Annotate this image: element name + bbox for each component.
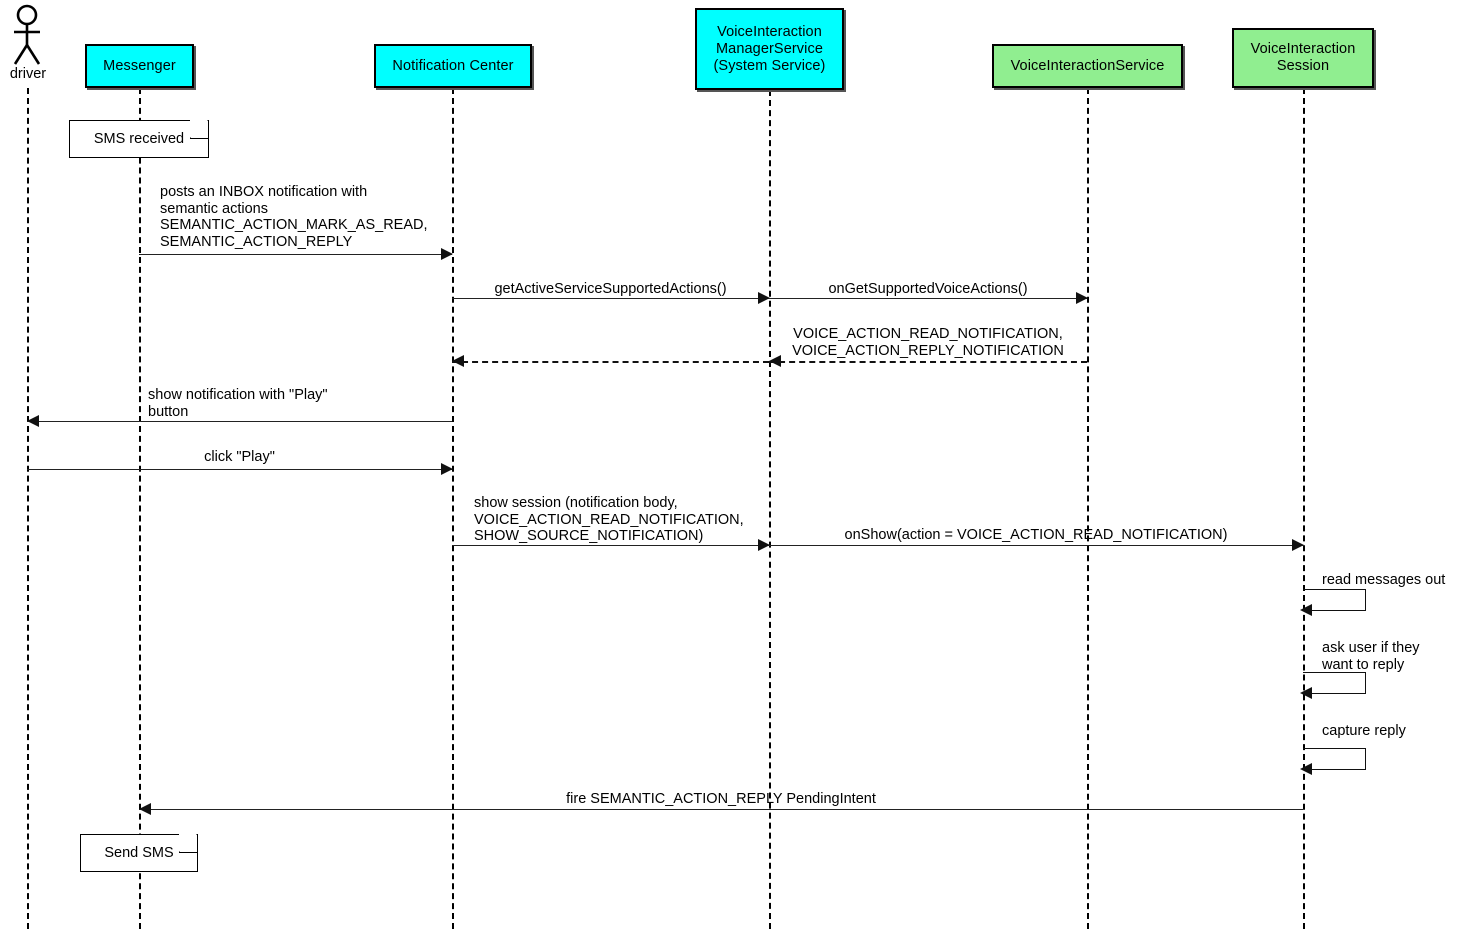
message-arrowhead-show-session xyxy=(758,539,770,551)
message-label-show-notification-with-play-button: show notification with "Play" button xyxy=(148,387,328,420)
self-call-box-capture-reply xyxy=(1303,748,1366,770)
message-arrowhead-fire-semantic-action-reply-pending-intent xyxy=(139,803,151,815)
message-line-get-active-service-supported-actions xyxy=(452,298,769,299)
message-line-show-session xyxy=(452,545,769,546)
lifeline-driver xyxy=(27,88,29,929)
note-fold-corner-icon xyxy=(190,120,208,139)
message-line-show-notification-with-play-button xyxy=(27,421,452,422)
driver-actor-icon xyxy=(13,4,41,65)
self-call-label-read-messages-out: read messages out xyxy=(1322,572,1446,588)
message-label-fire-semantic-action-reply-pending-intent: fire SEMANTIC_ACTION_REPLY PendingIntent xyxy=(566,791,876,807)
message-line-posts-inbox-notification xyxy=(139,254,452,255)
lifeline-voiceinteraction-manager-service xyxy=(769,90,771,929)
message-line-on-get-supported-voice-actions xyxy=(769,298,1087,299)
participant-voiceinteraction-manager-service-label: VoiceInteraction ManagerService (System … xyxy=(713,23,826,74)
message-label-on-show-action-read-notification: onShow(action = VOICE_ACTION_READ_NOTIFI… xyxy=(844,527,1228,543)
message-line-click-play xyxy=(27,469,452,470)
self-call-box-ask-user-if-they-want-to-reply xyxy=(1303,672,1366,694)
self-call-box-read-messages-out xyxy=(1303,589,1366,611)
message-label-click-play: click "Play" xyxy=(204,449,275,465)
note-sms-received: SMS received xyxy=(69,120,209,158)
message-line-fire-semantic-action-reply-pending-intent xyxy=(139,809,1303,810)
message-arrowhead-on-show-action-read-notification xyxy=(1292,539,1304,551)
message-arrowhead-posts-inbox-notification xyxy=(441,248,453,260)
participant-messenger-label: Messenger xyxy=(103,57,176,74)
participant-voiceinteraction-session-label: VoiceInteraction Session xyxy=(1250,41,1356,74)
note-fold-corner-icon xyxy=(179,834,197,853)
self-call-arrowhead-capture-reply xyxy=(1300,763,1312,775)
lifeline-notification-center xyxy=(452,88,454,929)
message-label-get-active-service-supported-actions: getActiveServiceSupportedActions() xyxy=(494,281,727,297)
message-arrowhead-supported-actions-return-to-notification-center xyxy=(452,355,464,367)
driver-actor-label: driver xyxy=(9,66,47,82)
message-label-on-get-supported-voice-actions: onGetSupportedVoiceActions() xyxy=(828,281,1028,297)
participant-voiceinteraction-manager-service[interactable]: VoiceInteraction ManagerService (System … xyxy=(695,8,844,90)
lifeline-messenger xyxy=(139,88,141,929)
message-arrowhead-supported-voice-actions-return xyxy=(769,355,781,367)
self-call-arrowhead-read-messages-out xyxy=(1300,604,1312,616)
message-label-show-session: show session (notification body, VOICE_A… xyxy=(474,495,744,544)
participant-notification-center[interactable]: Notification Center xyxy=(374,44,532,88)
note-send-sms: Send SMS xyxy=(80,834,198,872)
note-send-sms-label: Send SMS xyxy=(104,845,174,861)
note-sms-received-label: SMS received xyxy=(93,131,185,147)
message-line-supported-actions-return-to-notification-center xyxy=(452,361,769,363)
participant-notification-center-label: Notification Center xyxy=(392,57,514,74)
participant-voiceinteraction-session[interactable]: VoiceInteraction Session xyxy=(1232,28,1374,88)
participant-voiceinteraction-service-label: VoiceInteractionService xyxy=(1010,57,1165,74)
lifeline-voiceinteraction-service xyxy=(1087,88,1089,929)
message-arrowhead-on-get-supported-voice-actions xyxy=(1076,292,1088,304)
self-call-label-ask-user-if-they-want-to-reply: ask user if they want to reply xyxy=(1322,640,1420,673)
message-arrowhead-show-notification-with-play-button xyxy=(27,415,39,427)
message-label-supported-voice-actions-return: VOICE_ACTION_READ_NOTIFICATION, VOICE_AC… xyxy=(792,326,1064,359)
self-call-label-capture-reply: capture reply xyxy=(1322,723,1406,739)
participant-messenger[interactable]: Messenger xyxy=(85,44,194,88)
message-line-supported-voice-actions-return xyxy=(769,361,1087,363)
lifeline-voiceinteraction-session xyxy=(1303,88,1305,929)
self-call-arrowhead-ask-user-if-they-want-to-reply xyxy=(1300,687,1312,699)
message-arrowhead-click-play xyxy=(441,463,453,475)
message-arrowhead-get-active-service-supported-actions xyxy=(758,292,770,304)
participant-voiceinteraction-service[interactable]: VoiceInteractionService xyxy=(992,44,1183,88)
message-line-on-show-action-read-notification xyxy=(769,545,1303,546)
message-label-posts-inbox-notification: posts an INBOX notification with semanti… xyxy=(160,184,428,250)
